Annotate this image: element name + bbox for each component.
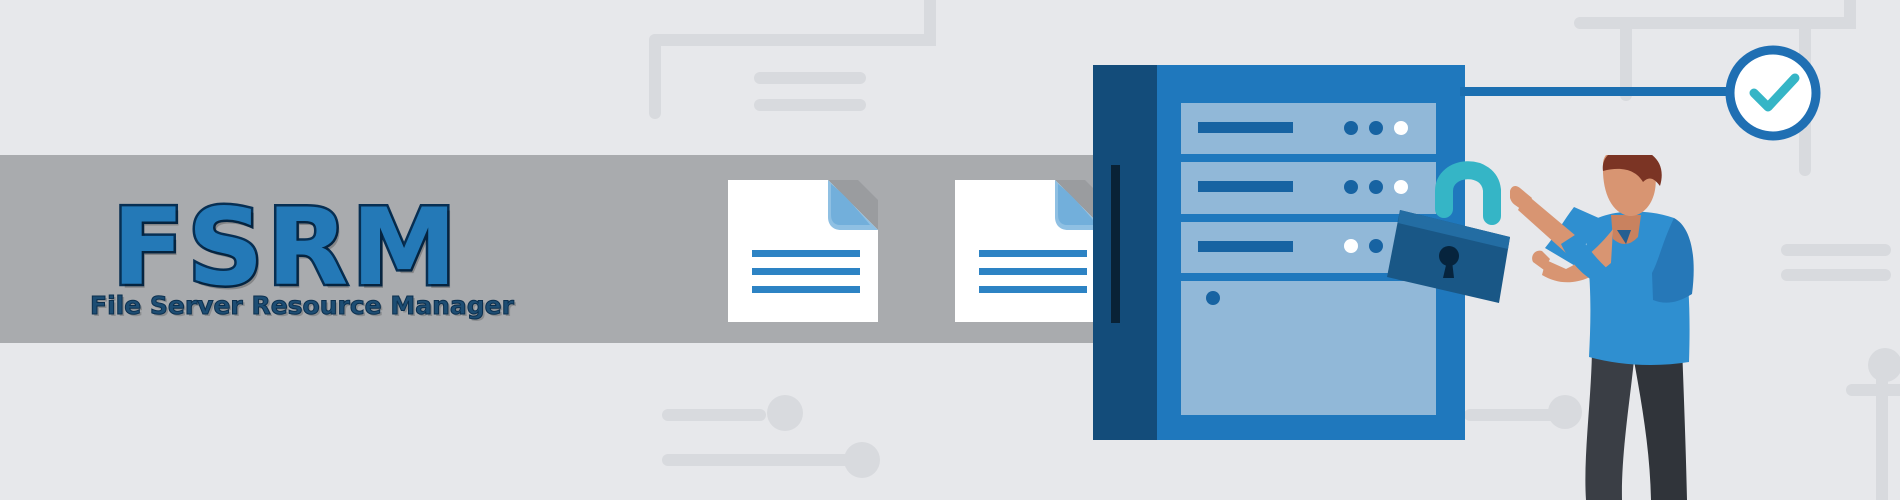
brand-title: FSRM — [110, 186, 460, 309]
padlock-icon — [1382, 155, 1532, 310]
document-icon-left — [728, 180, 878, 322]
brand-subtitle: File Server Resource Manager — [90, 291, 515, 320]
checkmark-icon — [1723, 43, 1823, 143]
gray-band — [0, 155, 1110, 343]
document-icon-right — [955, 180, 1105, 322]
status-connector — [1460, 87, 1727, 96]
person-illustration — [1510, 155, 1740, 500]
